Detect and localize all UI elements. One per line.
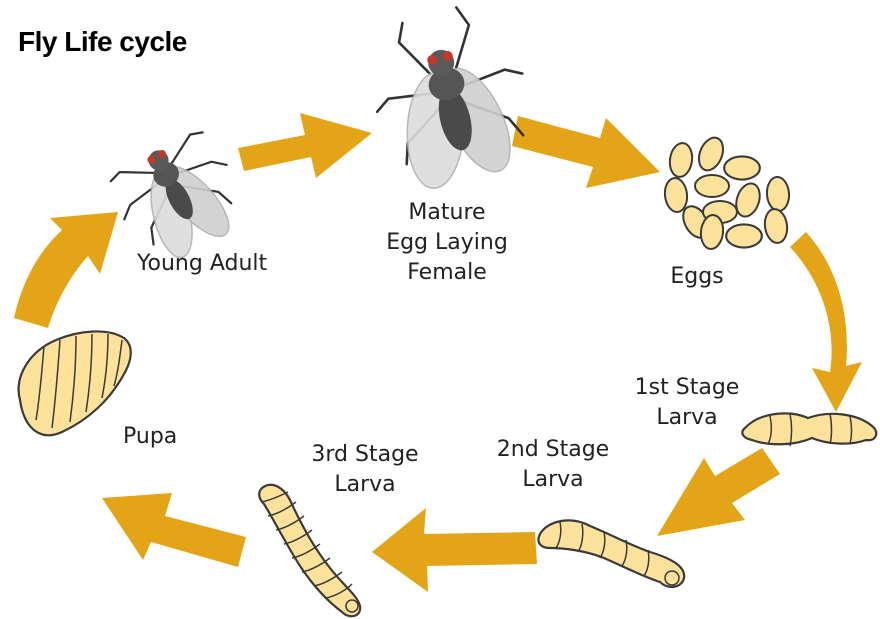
label-pupa: Pupa — [123, 422, 203, 452]
arrow-mature-to-eggs — [512, 116, 660, 188]
label-mature-female: Mature Egg Laying Female — [372, 198, 522, 288]
arrow-pupa-to-young — [14, 212, 118, 328]
larva-stage1-icon — [742, 413, 876, 446]
label-larva-stage3: 3rd Stage Larva — [300, 440, 430, 500]
label-eggs: Eggs — [662, 262, 732, 292]
arrow-eggs-to-larva1 — [790, 232, 862, 412]
arrow-young-to-mature — [238, 113, 372, 178]
arrow-larva1-to-larva2 — [657, 448, 780, 536]
arrow-larva3-to-pupa — [102, 493, 246, 567]
larva-stage3-icon — [259, 485, 360, 616]
label-larva-stage1: 1st Stage Larva — [632, 373, 742, 433]
mature-female-fly-icon — [357, 0, 545, 204]
label-larva-stage2: 2nd Stage Larva — [488, 435, 618, 495]
pupa-icon — [19, 331, 131, 435]
arrow-larva2-to-larva3 — [372, 508, 537, 592]
eggs-cluster-icon — [663, 134, 790, 250]
label-young-adult: Young Adult — [137, 249, 297, 279]
